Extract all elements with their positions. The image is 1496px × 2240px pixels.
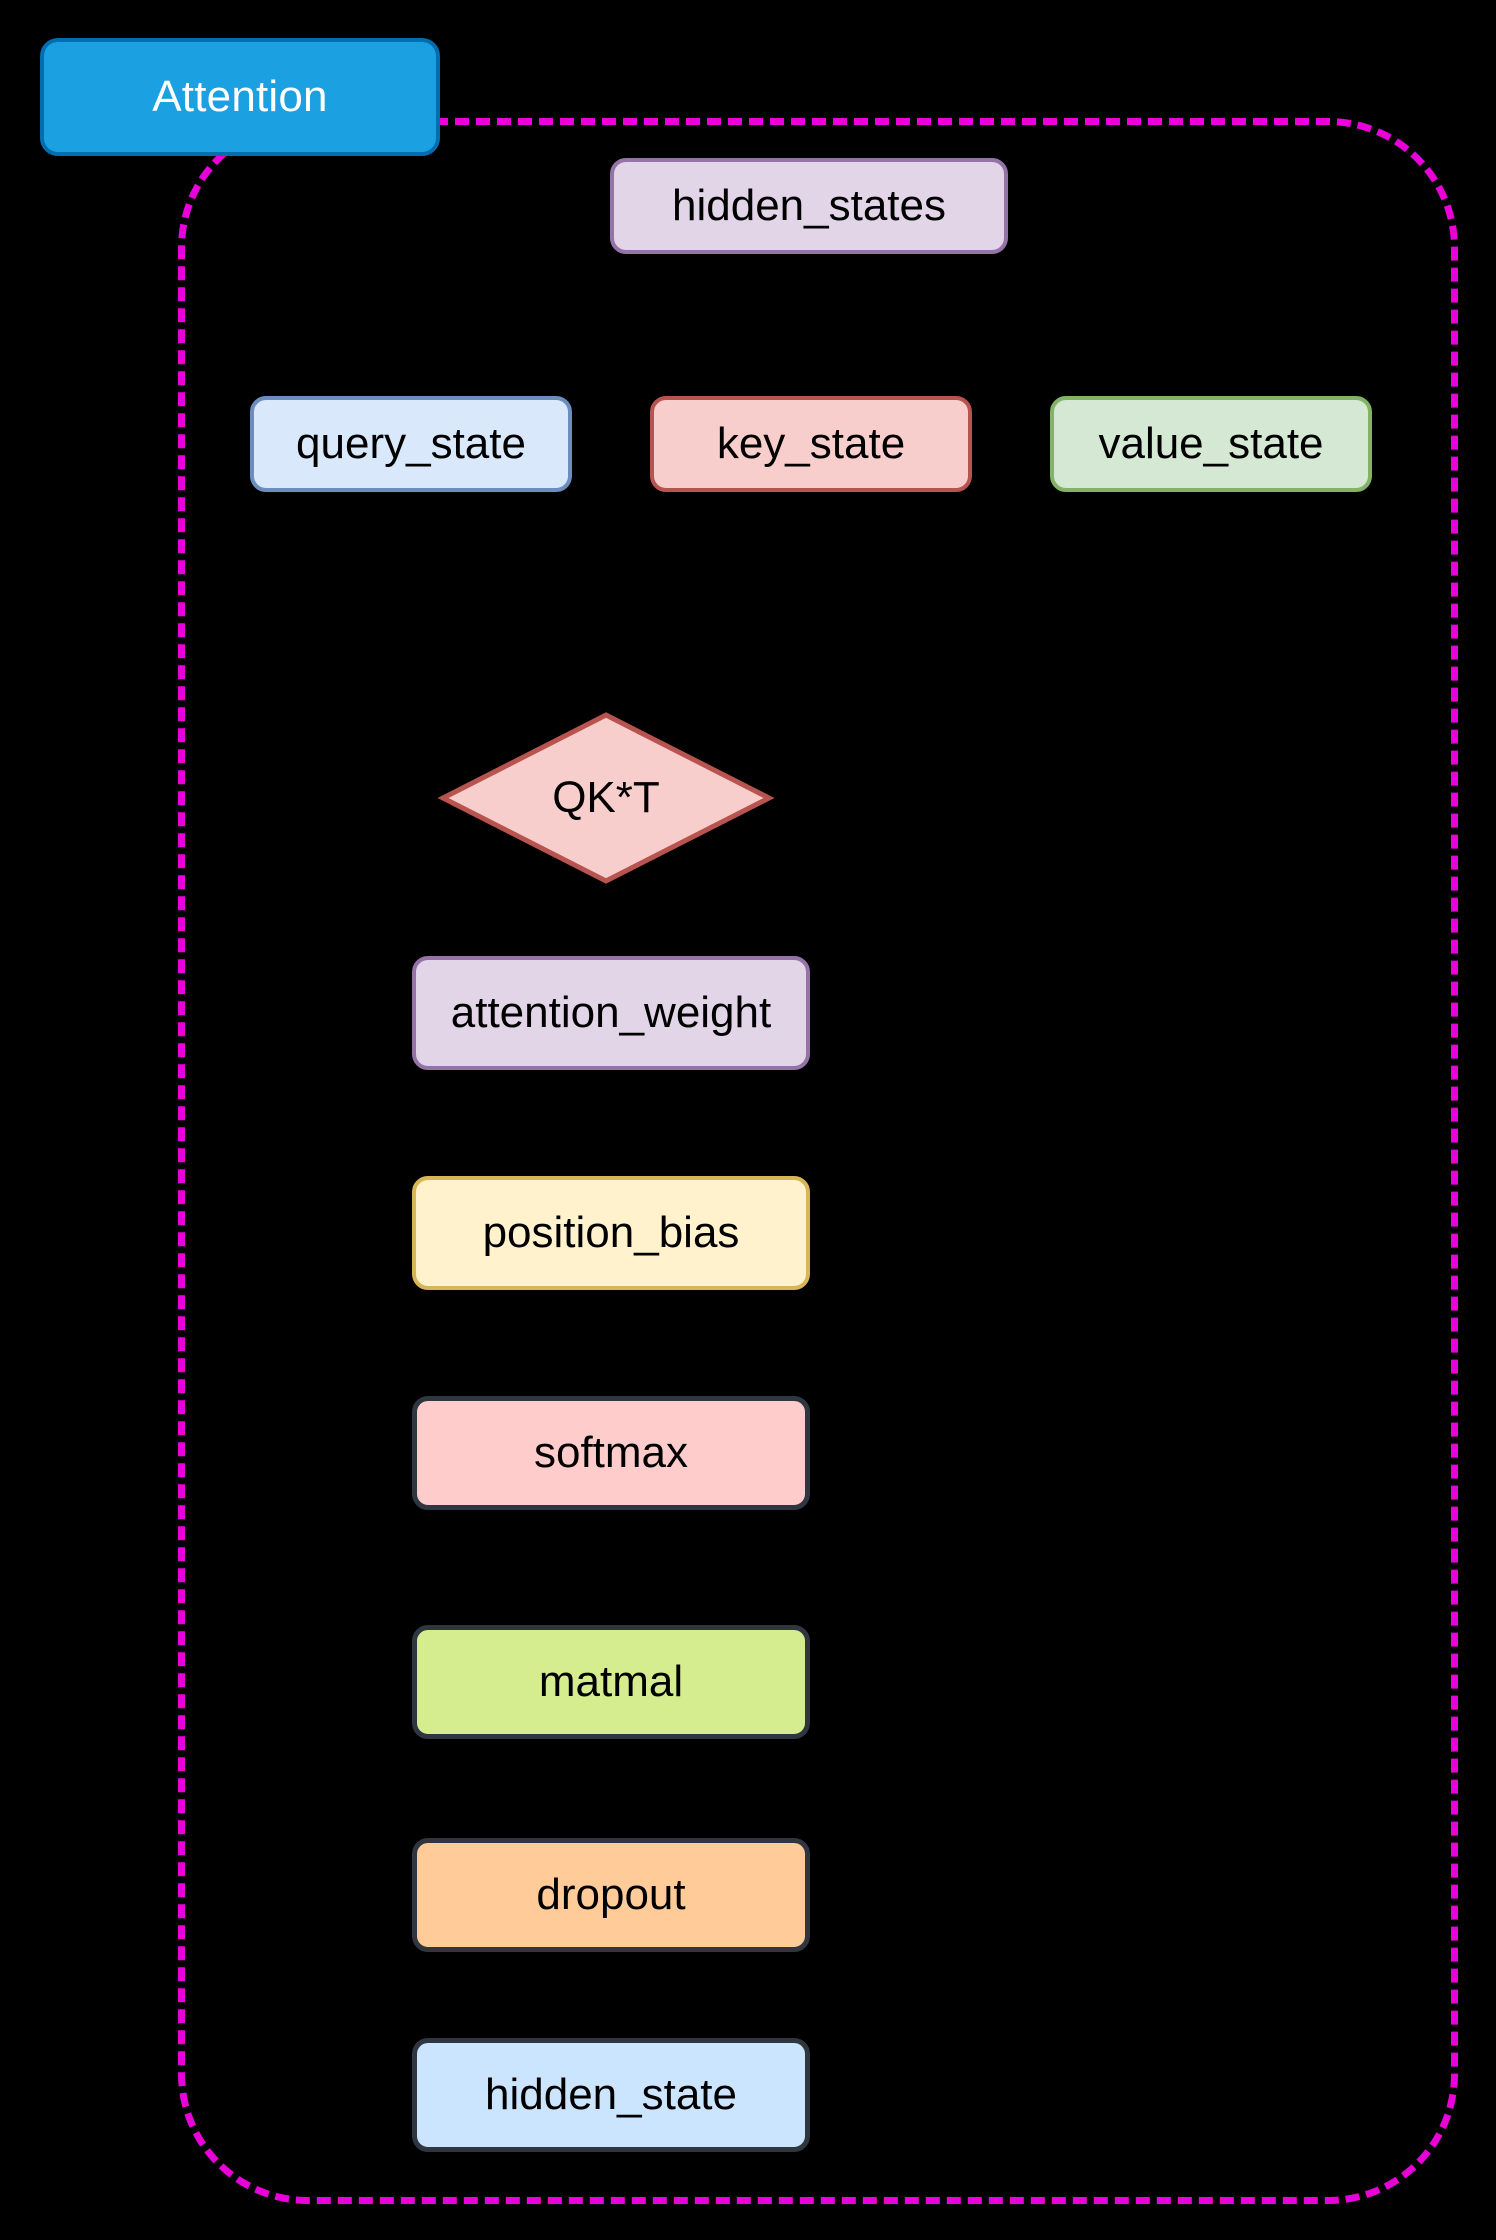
node-hidden-state[interactable]: hidden_state bbox=[412, 2038, 810, 2152]
node-query-state[interactable]: query_state bbox=[250, 396, 572, 492]
node-label: dropout bbox=[536, 1869, 686, 1919]
node-label: query_state bbox=[296, 418, 526, 468]
node-hidden-states[interactable]: hidden_states bbox=[610, 158, 1008, 254]
node-position-bias[interactable]: position_bias bbox=[412, 1176, 810, 1290]
attention-subgraph-boundary bbox=[178, 118, 1458, 2204]
node-label: hidden_states bbox=[672, 180, 946, 230]
node-label: matmal bbox=[538, 1656, 684, 1706]
node-key-state[interactable]: key_state bbox=[650, 396, 972, 492]
node-label: position_bias bbox=[482, 1207, 740, 1257]
node-label: hidden_state bbox=[485, 2069, 737, 2119]
node-label: attention_weight bbox=[450, 987, 772, 1037]
subgraph-title-attention[interactable]: Attention bbox=[40, 38, 440, 156]
node-matmal[interactable]: matmal bbox=[412, 1625, 810, 1739]
node-dropout[interactable]: dropout bbox=[412, 1838, 810, 1952]
node-label: softmax bbox=[533, 1427, 689, 1477]
node-qkt-diamond[interactable]: QK*T bbox=[437, 712, 775, 884]
node-softmax[interactable]: softmax bbox=[412, 1396, 810, 1510]
node-label: value_state bbox=[1098, 418, 1324, 468]
node-attention-weight[interactable]: attention_weight bbox=[412, 956, 810, 1070]
node-label: key_state bbox=[716, 418, 906, 468]
node-value-state[interactable]: value_state bbox=[1050, 396, 1372, 492]
diamond-shape bbox=[437, 712, 775, 884]
